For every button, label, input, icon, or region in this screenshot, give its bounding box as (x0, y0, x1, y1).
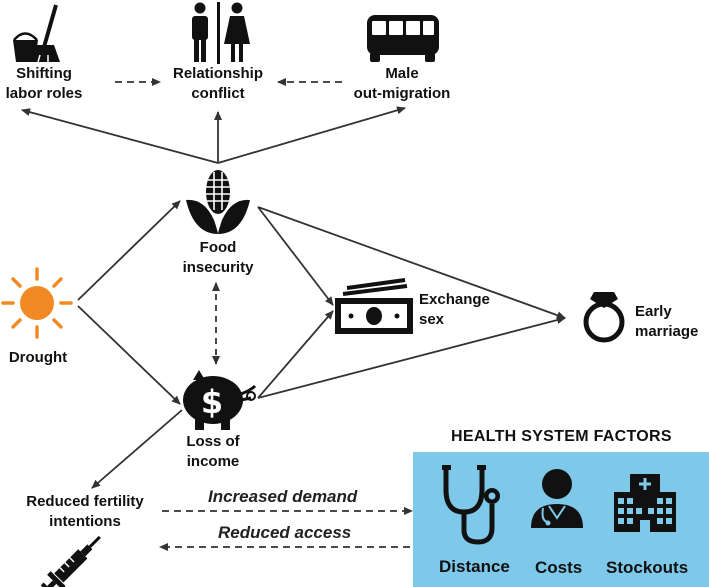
edge-drought-to-income (77, 305, 181, 405)
bus-icon (367, 15, 439, 62)
edge-drought-to-food (77, 200, 181, 301)
node-male-migration-line2: out-migration (353, 85, 451, 102)
health-item-costs: Costs (535, 558, 583, 577)
node-loss-income-line1: Loss of (186, 433, 240, 450)
node-loss-income: Loss of income (168, 432, 258, 472)
syringe-icon (40, 535, 101, 587)
bucket-mop-icon (13, 4, 60, 63)
edges (21, 78, 566, 551)
edge-label-reduced-access: Reduced access (218, 523, 352, 542)
edge-food-to-migration (217, 106, 406, 164)
edge-income-to-exchange (257, 310, 334, 399)
node-relationship-conflict-line2: conflict (191, 85, 245, 102)
node-shifting-labor: Shifting labor roles (0, 64, 94, 104)
node-loss-income-line2: income (186, 453, 240, 470)
hospital-icon (614, 474, 676, 532)
node-exchange-sex-line2: sex (419, 311, 445, 328)
node-drought-label: Drought (8, 349, 68, 366)
sun-icon (1, 267, 73, 339)
node-food-insecurity: Food insecurity (168, 238, 268, 278)
node-reduced-fertility-line2: intentions (49, 513, 121, 530)
corn-icon (186, 170, 250, 234)
node-reduced-fertility-line1: Reduced fertility (26, 493, 144, 510)
edge-food-to-exchange (257, 206, 334, 306)
ring-icon (583, 292, 625, 343)
man-woman-restroom-icon (192, 2, 250, 64)
node-exchange-sex-line1: Exchange (419, 291, 490, 308)
node-exchange-sex: Exchange sex (419, 290, 509, 330)
node-shifting-labor-line1: Shifting (16, 65, 72, 82)
health-item-distance: Distance (439, 557, 510, 576)
node-early-marriage: Early marriage (635, 302, 707, 342)
piggy-bank-icon: $ (183, 370, 257, 430)
node-male-migration-line1: Male (385, 65, 419, 82)
node-food-insecurity-line2: insecurity (182, 259, 254, 276)
edge-income-to-marriage (257, 316, 566, 399)
node-male-migration: Male out-migration (342, 64, 462, 104)
node-drought: Drought (0, 348, 76, 368)
edge-food-to-shifting (21, 108, 219, 164)
edge-label-increased-demand: Increased demand (208, 487, 358, 506)
node-food-insecurity-line1: Food (199, 239, 237, 256)
node-relationship-conflict: Relationship conflict (160, 64, 276, 104)
health-item-stockouts: Stockouts (606, 558, 689, 577)
node-early-marriage-line1: Early (635, 303, 672, 320)
doctor-icon (531, 469, 583, 528)
node-relationship-conflict-line1: Relationship (172, 65, 263, 82)
money-icon (335, 278, 413, 334)
node-shifting-labor-line2: labor roles (5, 85, 83, 102)
stethoscope-icon (442, 465, 500, 545)
node-reduced-fertility: Reduced fertility intentions (10, 492, 160, 532)
svg-text:$: $ (201, 383, 223, 421)
edge-food-to-marriage (257, 206, 566, 320)
edge-income-to-fertility (91, 409, 183, 489)
health-system-title: HEALTH SYSTEM FACTORS (451, 428, 672, 445)
node-early-marriage-line2: marriage (635, 323, 699, 340)
